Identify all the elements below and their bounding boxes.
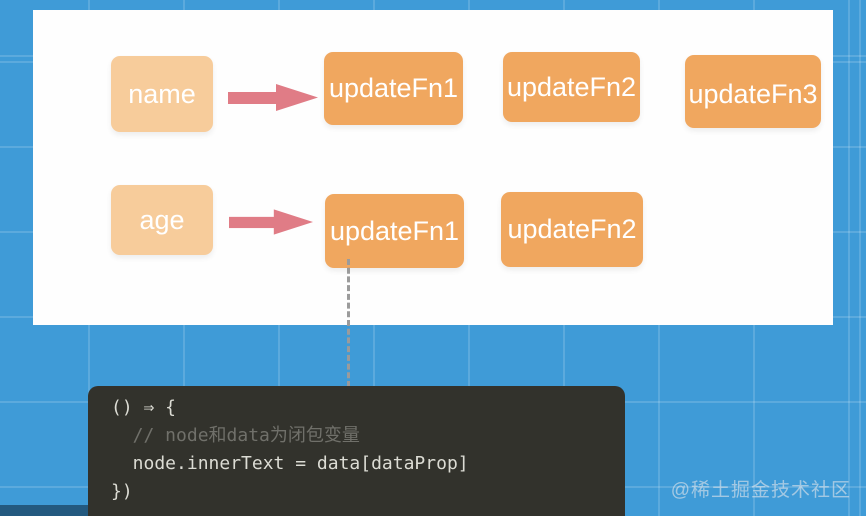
arrow-right-icon <box>229 209 313 235</box>
code-line: node.innerText = data[dataProp] <box>111 453 469 474</box>
diagram-panel: name updateFn1 updateFn2 updateFn3 age u… <box>33 10 833 325</box>
watermark: @稀土掘金技术社区 <box>670 480 851 501</box>
fn-box-label: updateFn1 <box>329 215 460 246</box>
code-line: }) <box>111 481 133 502</box>
key-box-name-label: name <box>128 78 196 109</box>
fn-box-label: updateFn1 <box>328 73 459 103</box>
fn-box-row1-updatefn3: updateFn3 <box>685 55 821 128</box>
code-block: () ⇒ { // node和data为闭包变量 node.innerText … <box>88 386 625 516</box>
fn-box-label: updateFn2 <box>506 71 637 102</box>
fn-box-row2-updatefn2: updateFn2 <box>501 192 643 267</box>
fn-box-row1-updatefn1: updateFn1 <box>324 52 463 125</box>
key-box-age-label: age <box>139 204 185 235</box>
code-line-comment: // node和data为闭包变量 <box>111 425 360 446</box>
key-box-name: name <box>111 56 213 132</box>
fn-box-label: updateFn3 <box>688 79 818 109</box>
key-box-age: age <box>111 185 213 255</box>
fn-box-row2-updatefn1: updateFn1 <box>325 194 464 268</box>
arrow-right-icon <box>228 84 318 111</box>
code-line: () ⇒ { <box>111 397 177 418</box>
fn-box-label: updateFn2 <box>507 214 637 244</box>
dashed-connector <box>347 259 350 387</box>
fn-box-row1-updatefn2: updateFn2 <box>503 52 640 122</box>
bottom-edge-strip <box>0 505 88 516</box>
